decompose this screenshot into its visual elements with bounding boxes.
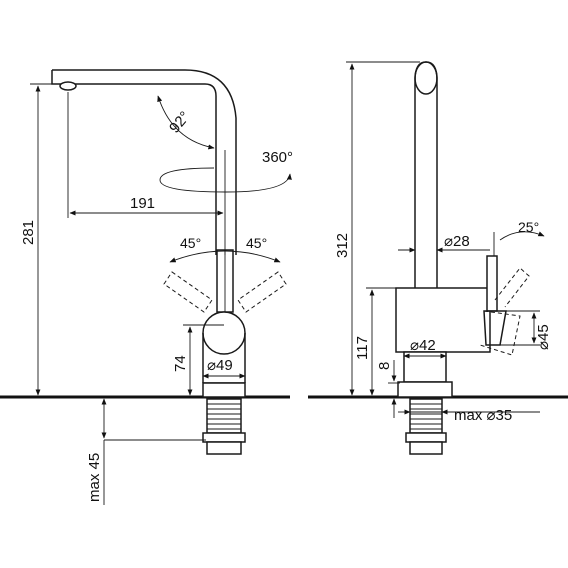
dim-191-label: 191 xyxy=(130,195,155,212)
dim-281-label: 281 xyxy=(20,220,37,245)
neck-side xyxy=(403,351,447,383)
hose-fitting-right xyxy=(409,441,443,455)
shank-left xyxy=(202,398,246,455)
base-ring-side xyxy=(397,381,453,398)
aerator-end xyxy=(59,81,77,91)
base-ring xyxy=(202,382,246,398)
mixer-body-side xyxy=(395,287,491,353)
dim-312-label: 312 xyxy=(334,233,351,258)
hose-fitting-left xyxy=(206,441,242,455)
dim-max35-label: max ⌀35 xyxy=(454,407,512,424)
mounting-nut-right xyxy=(405,432,447,443)
lever-left-angle-label: 45° xyxy=(180,235,201,251)
lever-tilt-left-ghost xyxy=(163,271,213,313)
spout-outer-outline xyxy=(52,69,237,255)
dim-8-label: 8 xyxy=(376,362,393,370)
dim-d42-label: ⌀42 xyxy=(410,337,436,354)
dim-max45-label: max 45 xyxy=(86,453,103,502)
swivel-ellipse xyxy=(159,167,292,193)
spout-top-cap xyxy=(414,61,438,95)
right-view: 312 ⌀28 25° 117 ⌀45 ⌀42 8 max ⌀35 xyxy=(308,61,568,455)
bend-angle-arc xyxy=(157,95,215,150)
spout-column-outline xyxy=(414,61,438,288)
shank-right xyxy=(405,398,447,455)
lever-right-angle-label: 45° xyxy=(246,235,267,251)
dim-d28-label: ⌀28 xyxy=(444,233,470,250)
lever-head-ghost xyxy=(479,310,521,356)
left-view: 281 191 92° 360° 45° 45° 74 ⌀49 max 45 xyxy=(0,69,293,505)
lever-side xyxy=(486,255,498,312)
dim-74-label: 74 xyxy=(172,355,189,372)
mounting-nut-left xyxy=(202,432,246,443)
bend-angle-label: 92° xyxy=(166,108,194,136)
dim-d45-label: ⌀45 xyxy=(535,324,552,350)
swivel-label: 360° xyxy=(262,149,293,166)
lever-tilt-ghost xyxy=(494,267,530,308)
lever-tilt-arc xyxy=(499,231,545,241)
lever-tilt-right-ghost xyxy=(237,271,287,313)
spout-inner-outline xyxy=(51,70,217,255)
dim-d49-label: ⌀49 xyxy=(207,357,233,374)
lever-tilt-label: 25° xyxy=(518,219,539,235)
mixer-body-circle xyxy=(202,311,246,355)
dim-117-label: 117 xyxy=(354,336,371,360)
